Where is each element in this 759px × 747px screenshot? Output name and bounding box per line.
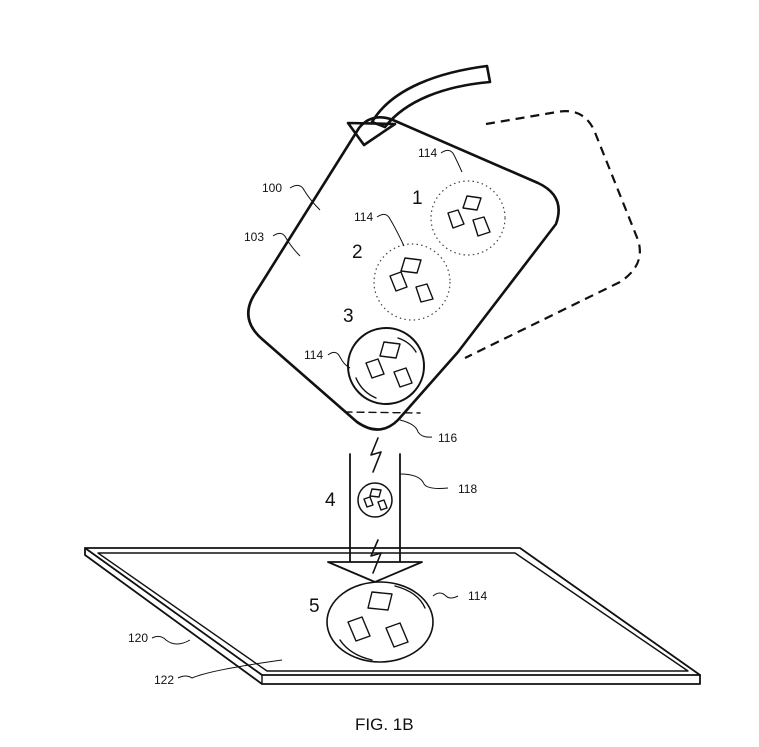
- table-surface: [84, 547, 701, 685]
- label-edge: 116: [438, 431, 457, 445]
- label-group-3: 114: [304, 348, 323, 362]
- content-group-2: [373, 243, 451, 321]
- device-body: [247, 116, 560, 431]
- lightning-icon: [370, 437, 382, 473]
- document-icon: [447, 209, 491, 237]
- label-group-2: 114: [354, 210, 373, 224]
- step-2: 2: [352, 242, 363, 263]
- content-group-3: [347, 327, 425, 405]
- label-group-1: 114: [418, 146, 437, 160]
- step-4: 4: [325, 490, 336, 511]
- step-3: 3: [343, 306, 354, 327]
- label-table: 120: [128, 631, 148, 645]
- label-surface: 122: [154, 673, 174, 687]
- label-display: 103: [244, 230, 264, 244]
- content-group-4: [357, 482, 393, 518]
- content-group-5: [326, 581, 434, 663]
- content-group-1: [430, 180, 506, 256]
- photo-icon: [462, 195, 482, 211]
- transfer-beam: [327, 437, 423, 583]
- label-transfer: 118: [458, 482, 477, 496]
- figure-caption: FIG. 1B: [355, 715, 414, 734]
- leader-lines: [151, 149, 463, 679]
- step-5: 5: [309, 596, 320, 617]
- dashed-device-outline: [464, 110, 641, 359]
- label-group-5: 114: [468, 589, 487, 603]
- step-1: 1: [412, 188, 423, 209]
- label-device: 100: [262, 181, 282, 195]
- rotation-arrow: [346, 64, 492, 147]
